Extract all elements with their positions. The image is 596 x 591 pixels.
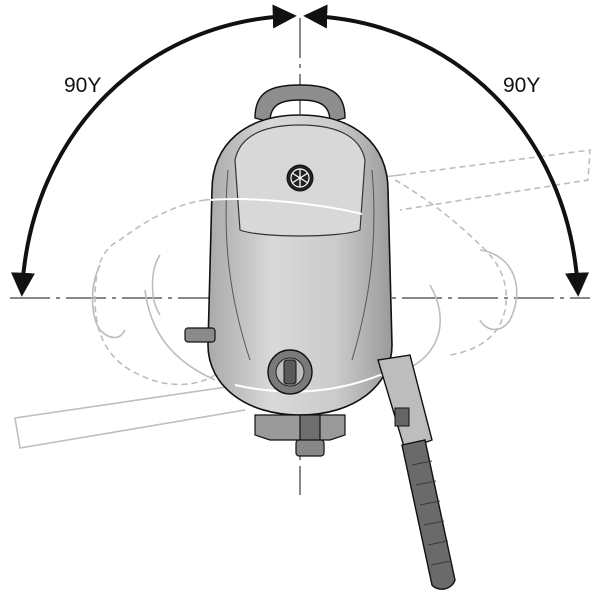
tiller-handle xyxy=(377,354,456,590)
bottom-bracket xyxy=(254,414,346,457)
cowling-waist-line xyxy=(234,373,431,393)
right-rotation-arc xyxy=(303,4,590,297)
left-angle-label: 90Υ xyxy=(64,74,101,97)
ghost-cowling-outline xyxy=(94,199,216,386)
right-angle-label: 90Υ xyxy=(503,74,540,97)
tiller-grip xyxy=(401,439,456,590)
ghost-right-handle xyxy=(479,249,518,331)
ghost-left-bracket xyxy=(91,254,161,339)
yamaha-logo-icon xyxy=(286,164,314,192)
ghost-tiller-lower xyxy=(14,384,246,449)
side-lever-left xyxy=(184,327,216,343)
left-rotation-arc xyxy=(10,4,297,297)
fuel-cap-knob xyxy=(267,349,313,395)
